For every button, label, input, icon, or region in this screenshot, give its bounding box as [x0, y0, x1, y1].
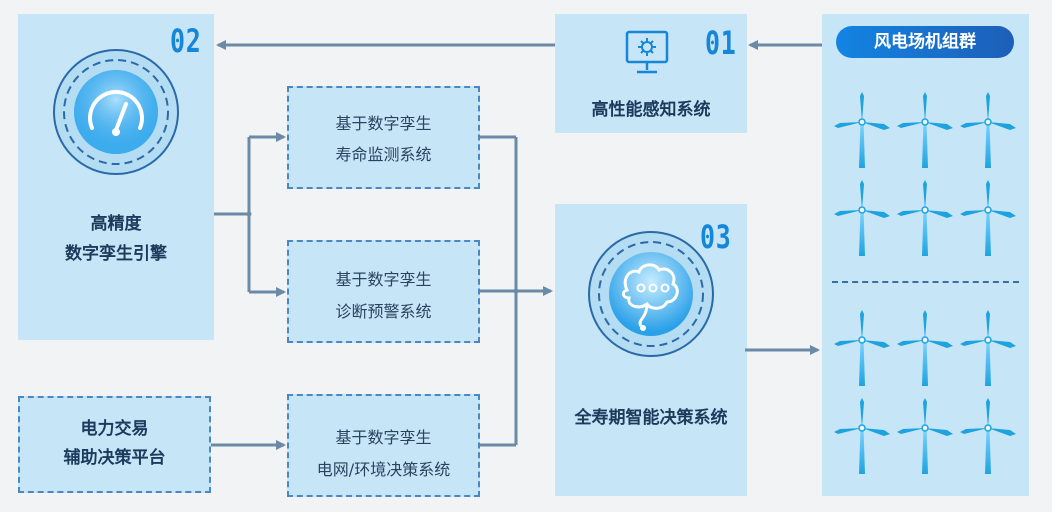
wind-turbine-icon [897, 398, 953, 474]
engine-number: 02 [170, 22, 202, 60]
perception-title: 高性能感知系统 [591, 100, 711, 120]
wind-turbine-icon [960, 398, 1016, 474]
wind-turbine-icon [897, 310, 953, 386]
windfarm-title: 风电场机组群 [836, 26, 1014, 58]
subsystem-line1: 基于数字孪生 [335, 114, 432, 133]
subsystem-diagnosis-warning: 基于数字孪生 诊断预警系统 [287, 240, 480, 343]
gauge-icon [53, 49, 179, 175]
subsystem-line2: 电网/环境决策系统 [316, 460, 451, 479]
engine-title-line2: 数字孪生引擎 [65, 244, 167, 264]
subsystem-grid-environment: 基于数字孪生 电网/环境决策系统 [287, 394, 480, 497]
trading-title-line1: 电力交易 [80, 419, 149, 439]
wind-turbine-icon [834, 398, 890, 474]
decision-title: 全寿期智能决策系统 [574, 408, 728, 428]
brain-icon [588, 231, 714, 357]
subsystem-line1: 基于数字孪生 [335, 428, 432, 447]
engine-title-line1: 高精度 [90, 214, 142, 234]
windfarm-panel: 风电场机组群 [822, 14, 1029, 496]
wind-turbine-icon [960, 92, 1016, 168]
wind-turbine-icon [897, 92, 953, 168]
decision-number: 03 [700, 218, 732, 256]
decision-panel: 03 全寿期智能决策系统 [555, 204, 747, 496]
subsystem-line1: 基于数字孪生 [335, 270, 432, 289]
trading-panel: 电力交易 辅助决策平台 [18, 396, 211, 493]
perception-number: 01 [705, 24, 737, 62]
wind-turbine-icon [897, 180, 953, 256]
monitor-gear-icon [625, 30, 669, 74]
windfarm-divider [832, 281, 1019, 283]
wind-turbine-icon [960, 180, 1016, 256]
perception-panel: 01 高性能感知系统 [555, 14, 747, 133]
trading-title-line2: 辅助决策平台 [63, 448, 166, 468]
wind-turbine-icon [834, 92, 890, 168]
wind-turbine-icon [834, 180, 890, 256]
wind-turbine-icon [834, 310, 890, 386]
subsystem-line2: 寿命监测系统 [335, 145, 432, 164]
engine-panel: 02 高精度 数字孪生引擎 [18, 14, 214, 340]
subsystem-lifetime-monitoring: 基于数字孪生 寿命监测系统 [287, 86, 480, 189]
wind-turbine-icon [960, 310, 1016, 386]
subsystem-line2: 诊断预警系统 [335, 302, 432, 321]
